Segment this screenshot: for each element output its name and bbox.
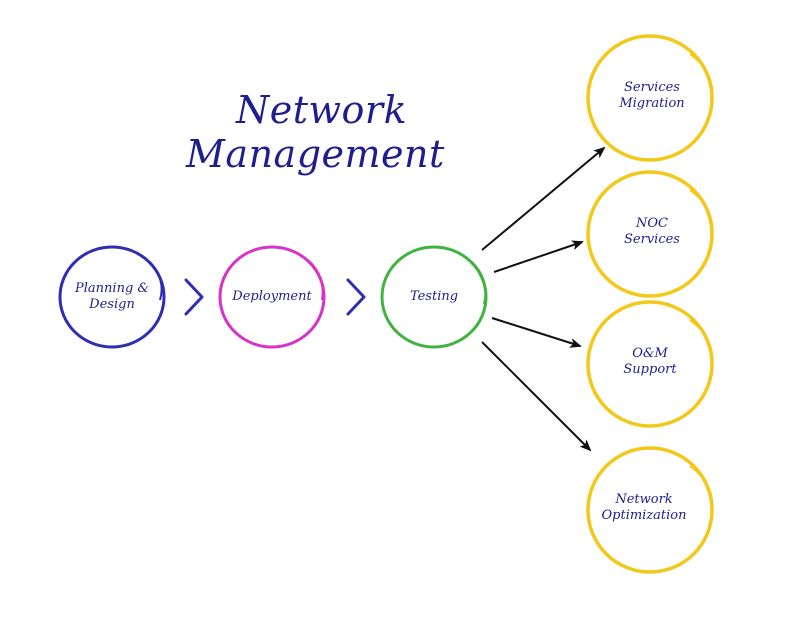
stage-testing-label-line-1: Testing xyxy=(409,289,459,304)
outcome-om-support-line-2: Support xyxy=(623,362,677,377)
stage-planning-label-line-1: Planning & xyxy=(75,281,149,296)
arrow-to-network-optimization xyxy=(481,341,592,452)
arrow-to-services-migration xyxy=(481,146,606,251)
stage-deployment-circle xyxy=(218,245,326,349)
outcome-services-migration-line-2: Migration xyxy=(619,96,685,111)
stage-testing-label: Testing xyxy=(410,289,458,305)
outcome-noc-services-line-2: Services xyxy=(624,232,680,247)
stage-planning-circle xyxy=(58,245,166,349)
outcome-noc-services-circle xyxy=(586,170,714,298)
outcome-network-optimization-line-2: Optimization xyxy=(601,508,687,523)
outcome-noc-services-label: NOC Services xyxy=(624,216,680,248)
outcome-services-migration-line-1: Services xyxy=(624,80,680,95)
stage-testing-circle xyxy=(380,245,488,349)
outcome-om-support-label: O&M Support xyxy=(623,346,676,378)
arrow-to-om-support xyxy=(491,317,582,348)
arrow-to-noc-services xyxy=(493,240,584,273)
stage-planning-label-line-2: Design xyxy=(89,297,135,312)
outcome-network-optimization-circle xyxy=(586,446,714,574)
outcome-services-migration-label: Services Migration xyxy=(619,80,684,112)
stage-deployment-label: Deployment xyxy=(232,289,311,305)
stage-planning-label: Planning & Design xyxy=(75,281,149,313)
outcome-noc-services-line-1: NOC xyxy=(636,216,668,231)
outcome-network-optimization-label: Network Optimization xyxy=(601,492,686,524)
outcome-om-support-line-1: O&M xyxy=(632,346,668,361)
outcome-network-optimization-line-1: Network xyxy=(615,492,673,507)
chevron-2 xyxy=(346,278,366,316)
outcome-om-support-circle xyxy=(586,300,714,428)
title-line-2: Management xyxy=(186,132,445,176)
title-line-1: Network xyxy=(236,88,408,132)
chevron-1 xyxy=(184,278,204,316)
outcome-services-migration-circle xyxy=(586,34,714,162)
stage-deployment-label-line-1: Deployment xyxy=(232,289,312,304)
